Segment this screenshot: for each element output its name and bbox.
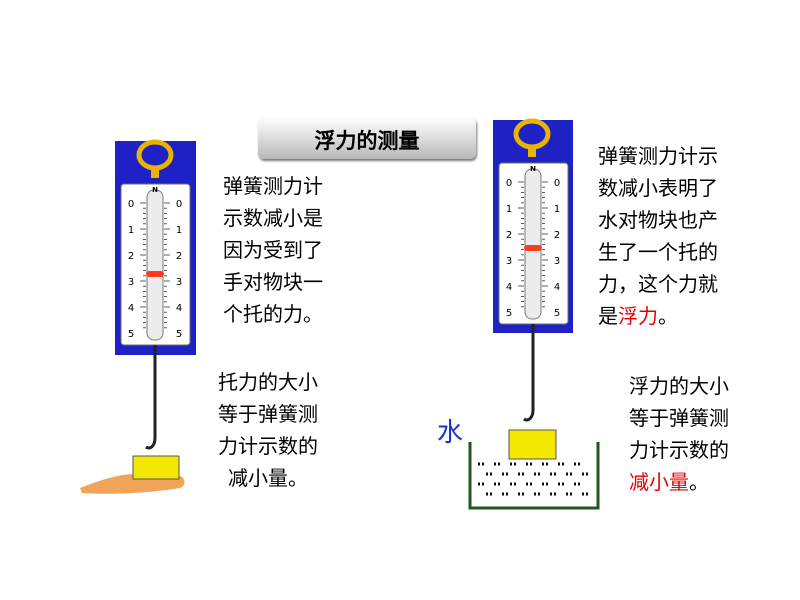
left-n-label: N	[152, 186, 158, 194]
left-tick-label: 5	[176, 329, 182, 340]
right-n-label: N	[530, 165, 536, 173]
right-explanation-line: 水对物块也产	[598, 208, 718, 232]
left-explanation-line: 个托的力。	[223, 302, 323, 326]
right-tick-label: 2	[554, 230, 560, 241]
line-suffix: 。	[658, 304, 678, 328]
right-conclusion-line: 浮力的大小	[629, 374, 729, 398]
right-tick-label: 4	[554, 282, 560, 293]
left-tick-label: 4	[176, 303, 182, 314]
left-conclusion-line: 减小量。	[228, 466, 308, 490]
title-banner: 浮力的测量	[258, 117, 476, 159]
right-conclusion-line: 力计示数的	[629, 438, 729, 462]
left-conclusion-line: 托力的大小	[218, 370, 318, 394]
left-explanation-line: 手对物块一	[223, 270, 323, 294]
right-conclusion: 浮力的大小 等于弹簧测 力计示数的 减小量。	[629, 370, 729, 498]
left-scale-tube	[146, 189, 164, 341]
left-explanation-line: 示数减小是	[223, 206, 323, 230]
right-tick-label: 2	[506, 230, 512, 241]
right-pointer	[524, 245, 542, 251]
reduction-term: 减小量	[629, 470, 689, 494]
right-tick-label: 3	[506, 256, 512, 267]
line-prefix: 是	[598, 304, 618, 328]
left-tick-label: 0	[128, 199, 134, 210]
right-conclusion-line: 等于弹簧测	[629, 406, 729, 430]
left-block	[132, 455, 180, 480]
right-explanation-line: 弹簧测力计示	[598, 144, 718, 168]
line-suffix: 。	[689, 470, 709, 494]
right-tick-group: 0 0 1 1 2 2 3 3 4 4 5 5	[506, 178, 560, 319]
left-conclusion-line: 力计示数的	[218, 434, 318, 458]
left-ring-stem	[151, 166, 159, 178]
left-explanation-line: 弹簧测力计	[223, 174, 323, 198]
left-tick-group: 0 0 1 1 2 2 3 3 4 4 5 5	[128, 199, 182, 340]
water-label: 水	[437, 418, 464, 448]
container-wall	[468, 442, 600, 510]
right-conclusion-line: 减小量。	[629, 466, 729, 498]
left-tick-label: 1	[176, 225, 182, 236]
left-conclusion-line: 等于弹簧测	[218, 402, 318, 426]
left-tick-label: 3	[176, 277, 182, 288]
left-explanation: 弹簧测力计 示数减小是 因为受到了 手对物块一 个托的力。	[223, 170, 323, 330]
right-tick-label: 1	[554, 204, 560, 215]
right-explanation-line: 是浮力。	[598, 300, 718, 332]
right-ring-stem	[528, 145, 536, 157]
left-tick-label: 4	[128, 303, 134, 314]
left-tick-label: 3	[128, 277, 134, 288]
right-explanation-line: 生了一个托的	[598, 240, 718, 264]
page-title: 浮力的测量	[314, 129, 420, 153]
left-tick-label: 0	[176, 199, 182, 210]
left-pointer	[146, 271, 164, 277]
right-tick-label: 4	[506, 282, 512, 293]
right-tick-label: 5	[554, 308, 560, 319]
left-tick-label: 1	[128, 225, 134, 236]
right-tick-label: 0	[554, 178, 560, 189]
right-spring-scale: N 0 0 1 1 2 2 3 3 4 4 5 5	[493, 118, 573, 422]
left-tick-label: 2	[176, 251, 182, 262]
right-block	[508, 429, 557, 460]
left-tick-label: 2	[128, 251, 134, 262]
buoyancy-term: 浮力	[618, 304, 658, 328]
right-hook-icon	[523, 409, 535, 422]
right-tick-label: 5	[506, 308, 512, 319]
right-scale-tube	[524, 168, 542, 320]
right-explanation: 弹簧测力计示 数减小表明了 水对物块也产 生了一个托的 力，这个力就 是浮力。	[598, 140, 718, 332]
left-conclusion: 托力的大小 等于弹簧测 力计示数的 减小量。	[218, 366, 318, 494]
water-container	[468, 442, 600, 510]
left-spring-scale: N 0 0 1 1 2 2 3 3 4 4 5 5	[115, 139, 196, 450]
right-tick-label: 3	[554, 256, 560, 267]
right-tick-label: 1	[506, 204, 512, 215]
left-hook-icon	[145, 437, 157, 450]
left-explanation-line: 因为受到了	[223, 238, 323, 262]
right-tick-label: 0	[506, 178, 512, 189]
water-pattern	[478, 462, 590, 496]
right-explanation-line: 数减小表明了	[598, 176, 718, 200]
left-tick-label: 5	[128, 329, 134, 340]
right-explanation-line: 力，这个力就	[598, 272, 718, 296]
